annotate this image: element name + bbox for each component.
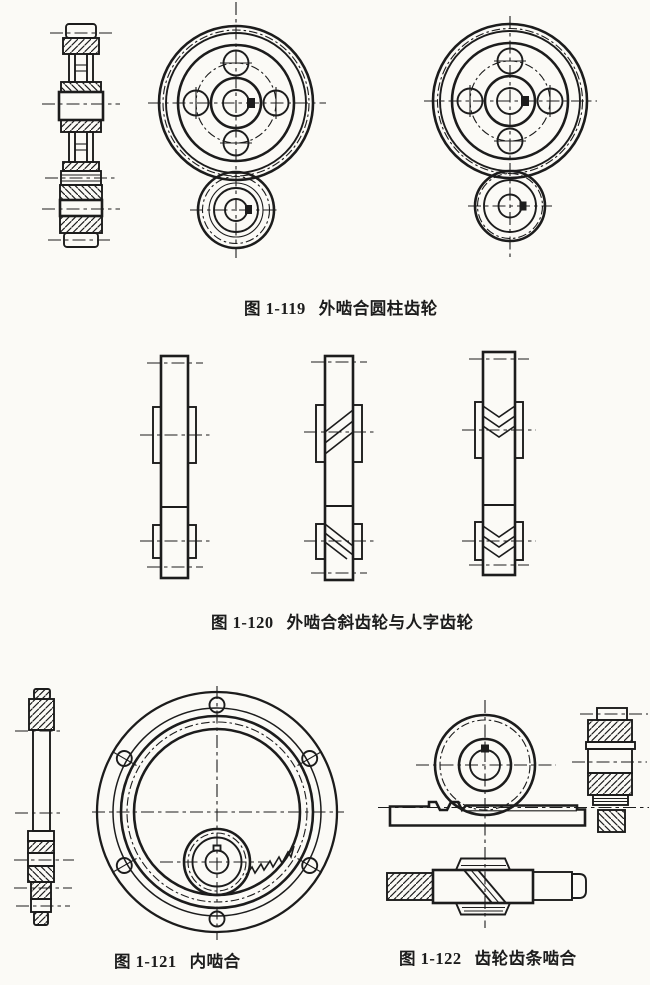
figure-caption-1-122: 图 1-122 齿轮齿条啮合 (399, 949, 577, 968)
figure-caption-1-120: 图 1-120 外啮合斜齿轮与人字齿轮 (211, 613, 474, 632)
mesh-teeth-squiggle (245, 845, 295, 876)
figure-label: 图 1-122 (399, 949, 462, 968)
figure-title: 内啮合 (189, 952, 241, 971)
figure-label: 图 1-121 (114, 952, 177, 971)
figure-title: 外啮合圆柱齿轮 (318, 299, 438, 318)
fig-1-119-shaft-section-view (42, 23, 120, 248)
fig-1-120-helical-pair-side-view (304, 354, 374, 582)
fig-1-120-spur-pair-side-view (140, 354, 210, 580)
figure-title: 外啮合斜齿轮与人字齿轮 (286, 613, 474, 632)
figure-caption-1-119: 图 1-119 外啮合圆柱齿轮 (244, 299, 438, 318)
figure-label: 图 1-119 (244, 299, 306, 318)
fig-1-119-gear-pair-front-view-right (424, 16, 597, 258)
figure-title: 齿轮齿条啮合 (474, 949, 577, 968)
fig-1-120-herringbone-pair-side-view (462, 350, 536, 577)
fig-1-122-gear-side-section-view (572, 707, 648, 833)
fig-1-121-pinion-shaft-section-view (14, 688, 74, 926)
fig-1-122-rack-top-view (386, 857, 587, 916)
figure-caption-1-121: 图 1-121 内啮合 (114, 952, 241, 971)
fig-1-121-ring-gear-front-view (92, 686, 344, 940)
figure-label: 图 1-120 (211, 613, 274, 632)
fig-1-122-gear-rack-front-view (378, 700, 649, 928)
fig-1-119-gear-pair-front-view-left (148, 2, 326, 258)
